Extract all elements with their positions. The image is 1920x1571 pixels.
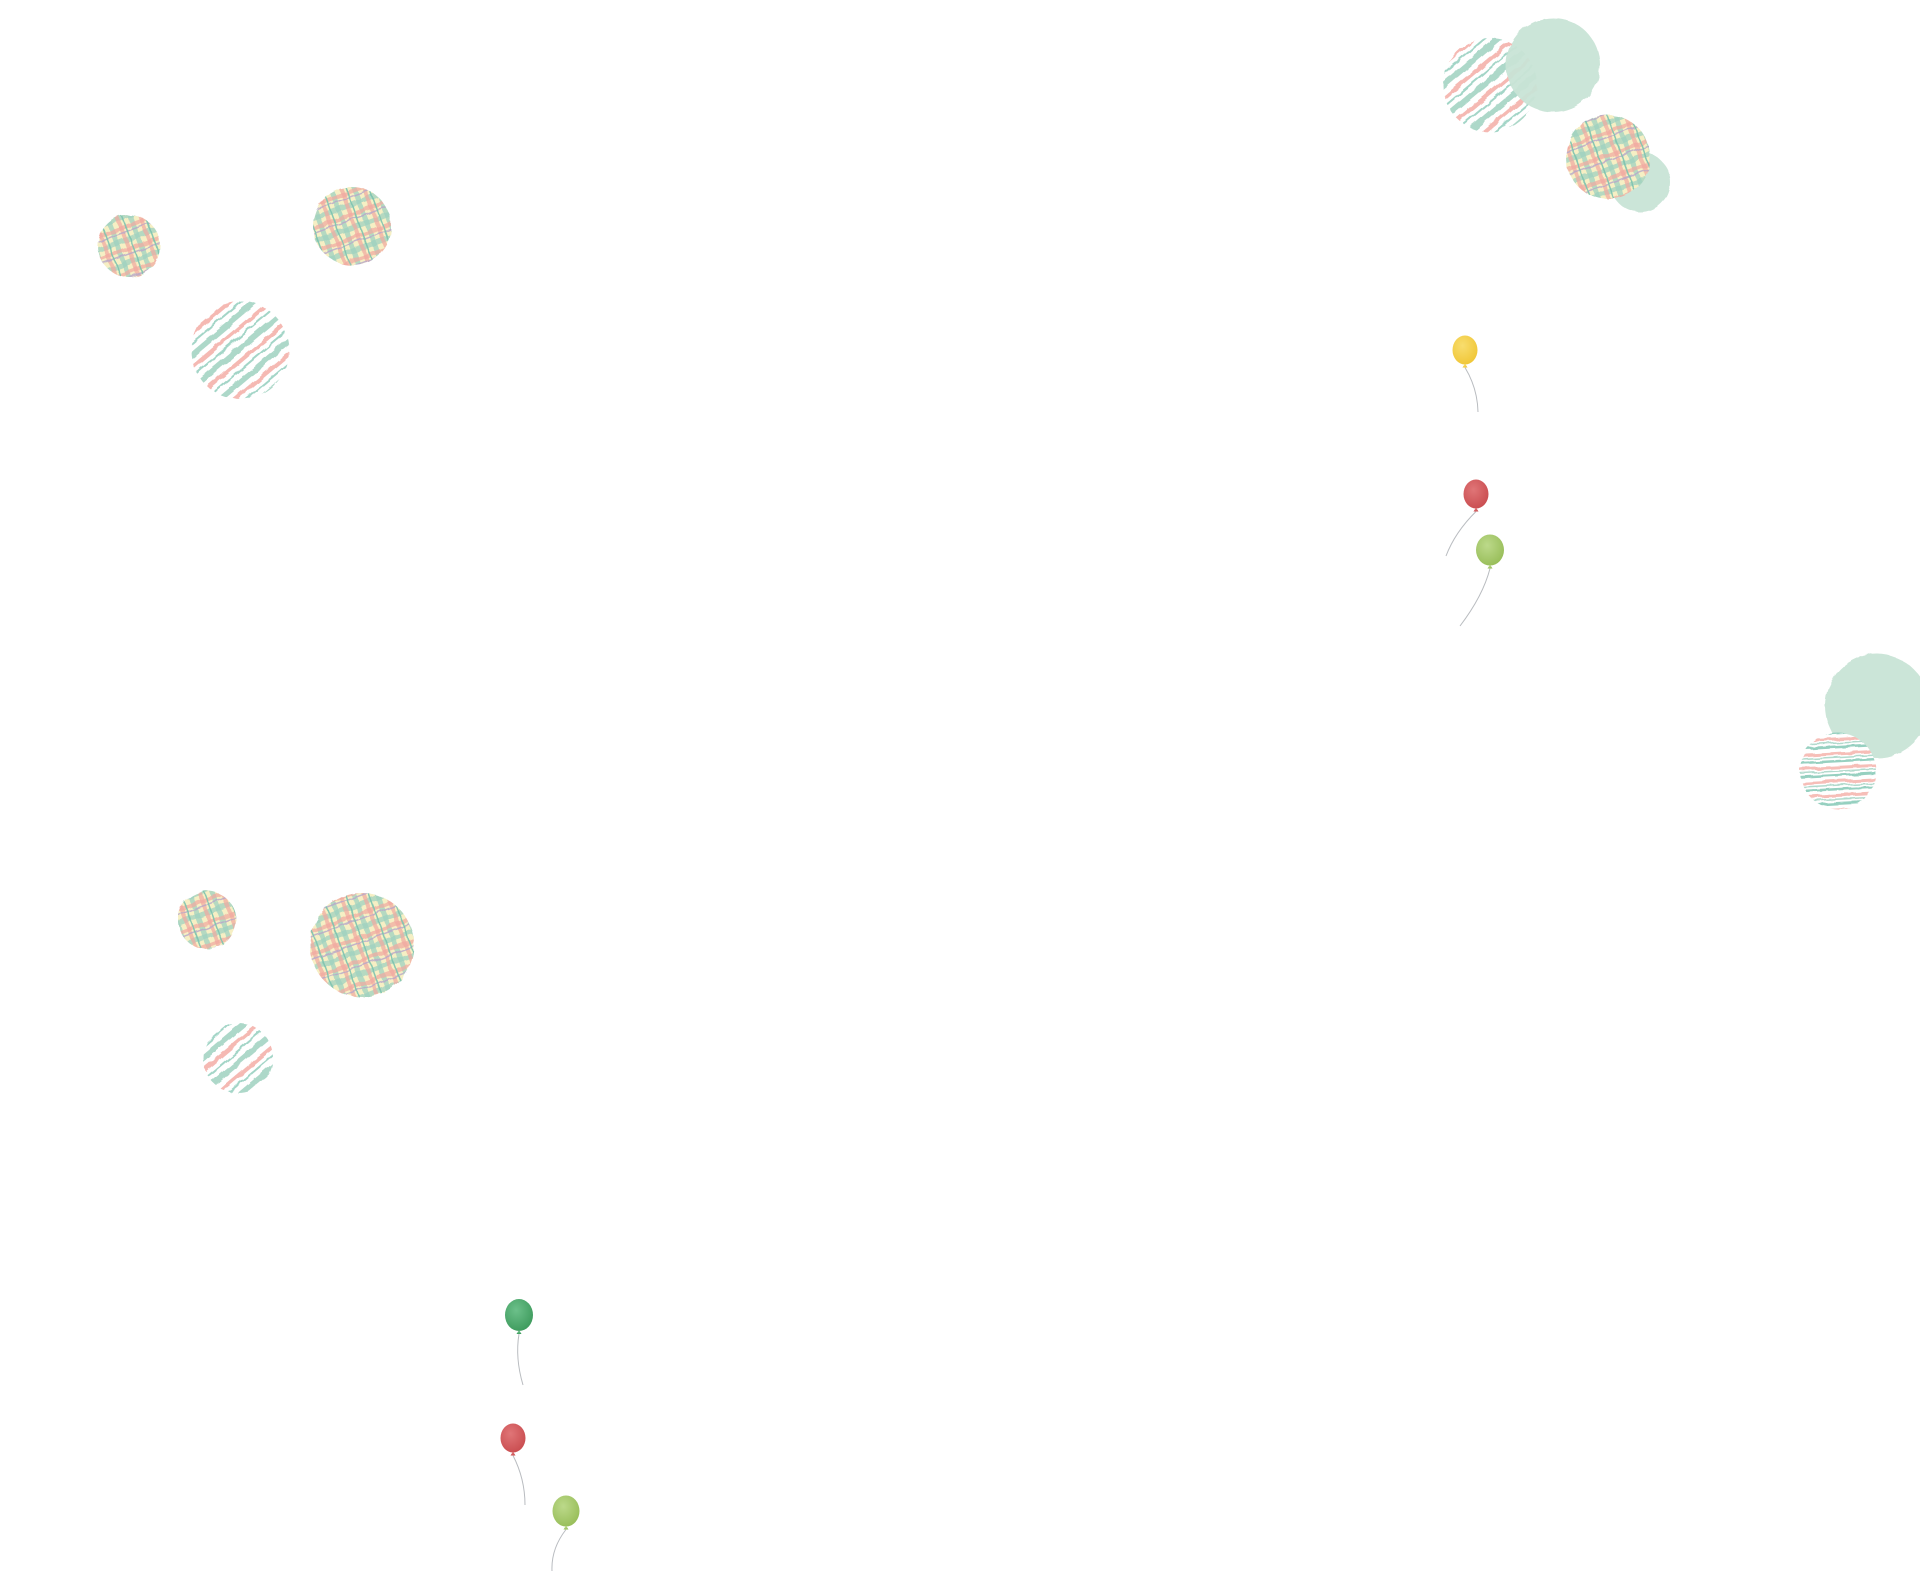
plaid-dot xyxy=(1566,115,1650,199)
balloon-knot xyxy=(1462,363,1468,368)
plaid-dot xyxy=(313,187,391,265)
balloon-icon xyxy=(500,1423,526,1506)
balloon-string xyxy=(512,1455,526,1506)
balloon-knot xyxy=(510,1451,516,1456)
stripes-dot xyxy=(191,301,289,399)
balloon-icon xyxy=(505,1299,533,1386)
stripes-dot xyxy=(203,1023,273,1093)
plaid-dot xyxy=(178,891,236,949)
balloon-icon xyxy=(1452,335,1479,413)
balloon-icon xyxy=(1459,534,1504,627)
polka-dot-group xyxy=(98,18,1920,1093)
balloon-body xyxy=(505,1299,533,1331)
balloon-icon xyxy=(551,1495,580,1571)
balloon-string xyxy=(1464,367,1479,413)
balloon-icon xyxy=(1445,479,1489,557)
balloon-string xyxy=(517,1333,524,1386)
hstripes-dot xyxy=(1800,733,1876,809)
balloon-body xyxy=(1463,479,1489,509)
balloon-knot xyxy=(563,1525,569,1530)
balloon-body xyxy=(1476,534,1504,566)
plaid-dot xyxy=(310,893,414,997)
plaid-dot xyxy=(98,215,160,277)
balloon-body xyxy=(1452,335,1478,365)
balloon-knot xyxy=(1473,507,1479,512)
balloon-group xyxy=(500,335,1504,1571)
balloon-string xyxy=(551,1529,567,1571)
balloon-string xyxy=(1445,511,1477,557)
balloon-body xyxy=(500,1423,526,1453)
balloon-body xyxy=(552,1495,580,1527)
solid-dot xyxy=(1825,654,1920,758)
balloon-knot xyxy=(516,1330,522,1334)
balloon-string xyxy=(1459,568,1491,627)
balloon-knot xyxy=(1487,564,1493,569)
solid-dot xyxy=(1506,18,1600,112)
